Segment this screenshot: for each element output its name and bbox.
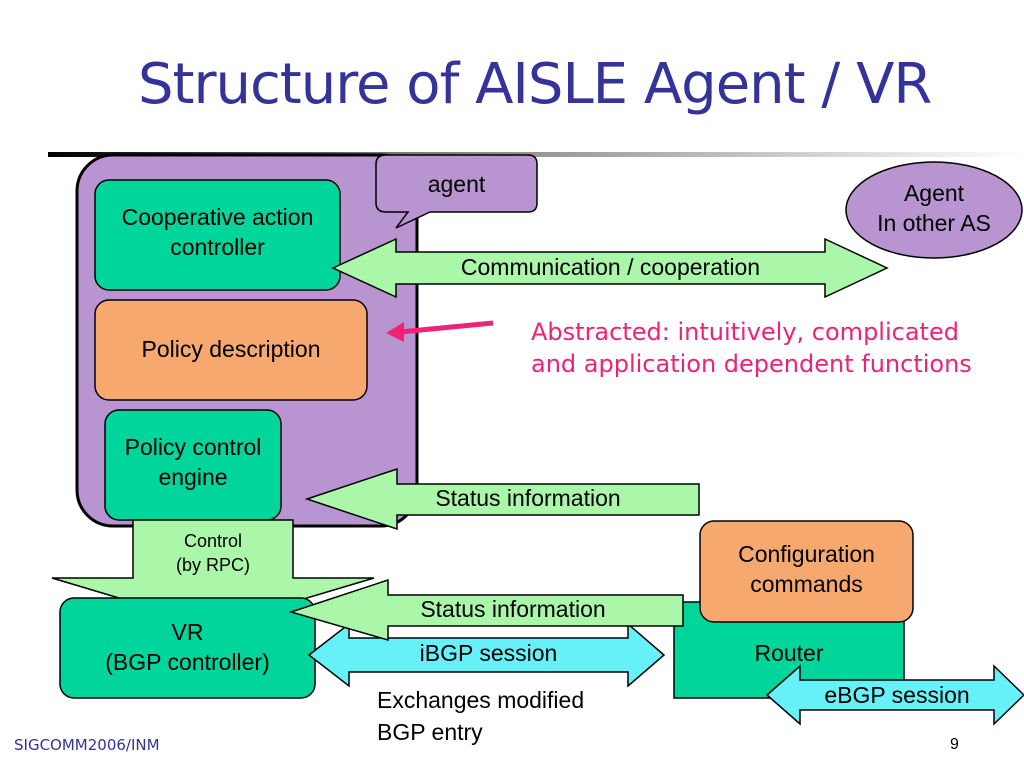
agent-callout xyxy=(375,154,538,229)
cooperative-action-controller-label: Cooperative action controller xyxy=(121,204,314,260)
ebgp-arrow xyxy=(765,664,1024,726)
annotation-text: Abstracted: intuitively, complicated and… xyxy=(531,318,972,378)
ebgp-label: eBGP session xyxy=(824,682,970,708)
footer-source: SIGCOMM2006/INM xyxy=(14,736,160,754)
policy-description-box xyxy=(94,299,368,401)
agent-other-as-label: Agent In other AS xyxy=(877,180,991,236)
configuration-commands-label: Configuration commands xyxy=(738,541,875,597)
configuration-commands-box xyxy=(699,520,914,623)
vr-bgp-controller-box xyxy=(59,597,316,699)
policy-control-engine-label: Policy control engine xyxy=(124,434,262,490)
annotation-pointer-line xyxy=(399,320,494,335)
page-title: Structure of AISLE Agent / VR xyxy=(138,52,932,117)
vr-bgp-controller-label: VR (BGP controller) xyxy=(105,619,270,675)
control-rpc-label: Control (by RPC) xyxy=(175,531,250,575)
ibgp-label: iBGP session xyxy=(419,640,558,666)
cooperative-action-controller-box xyxy=(94,179,341,291)
policy-description-label: Policy description xyxy=(141,336,321,362)
annotation-pointer-head xyxy=(386,322,404,342)
status-info-lower-label: Status information xyxy=(420,596,606,622)
status-info-lower-arrow xyxy=(288,578,684,641)
router-label: Router xyxy=(754,640,824,666)
agent-callout-label: agent xyxy=(427,171,486,197)
status-info-upper-label: Status information xyxy=(435,485,621,511)
exchange-note: Exchanges modified BGP entry xyxy=(377,687,585,745)
ibgp-arrow xyxy=(307,622,666,688)
communication-arrow xyxy=(331,237,889,299)
communication-label: Communication / cooperation xyxy=(460,254,761,280)
page-number: 9 xyxy=(950,736,959,753)
status-info-upper-arrow xyxy=(304,467,700,531)
agent-other-as-ellipse xyxy=(845,161,1023,259)
